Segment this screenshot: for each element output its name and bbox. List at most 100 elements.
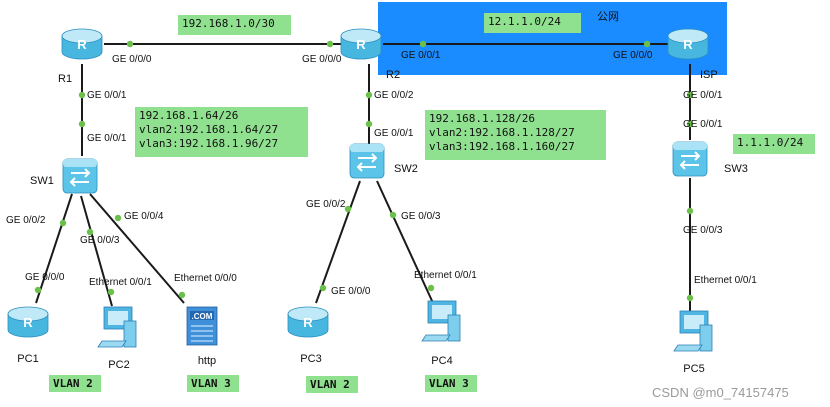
note-line: 1.1.1.0/24 [737, 136, 804, 149]
device-r1[interactable]: RR1 [58, 28, 103, 85]
device-label: SW1 [30, 175, 54, 187]
public-zone-label: 公网 [597, 11, 619, 23]
link-r1-sw1-end-port-dot [78, 120, 86, 128]
svg-text:R: R [77, 37, 87, 52]
link-sw1-pc1 [35, 193, 73, 304]
router-icon: R [7, 306, 49, 338]
device-sw3[interactable]: SW3 [672, 141, 748, 177]
link-sw2-pc3 [315, 180, 361, 304]
link-sw1-pc1-start-port-label: GE 0/0/2 [6, 215, 46, 226]
link-sw1-pc1-end-port-label: GE 0/0/0 [25, 272, 65, 283]
link-sw2-pc4-end-port-label: Ethernet 0/0/1 [414, 270, 477, 281]
server-icon: .COM [186, 306, 218, 346]
note-background [49, 375, 101, 392]
link-r1-r2-end-port-label: GE 0/0/0 [302, 54, 342, 65]
link-r2-sw2-end-port-dot [365, 120, 373, 128]
note-vlan-http: VLAN 3 [187, 375, 239, 392]
svg-text:R: R [23, 315, 33, 330]
link-r2-sw2-start-port-label: GE 0/0/2 [374, 90, 414, 101]
note-background [306, 376, 358, 393]
link-sw1-http-start-port-label: GE 0/0/4 [124, 211, 164, 222]
device-label: http [198, 355, 216, 367]
note-background [135, 107, 308, 157]
device-label: SW3 [724, 163, 748, 175]
device-pc3[interactable]: R PC3 [287, 306, 329, 365]
note-vlan-pc3: VLAN 2 [306, 376, 358, 393]
link-sw1-pc1-end-port-dot [34, 286, 42, 294]
device-http[interactable]: .COM http [186, 306, 218, 367]
link-sw1-http-start-port-dot [114, 214, 122, 222]
link-sw1-pc1-start-port-dot [59, 219, 67, 227]
device-label: PC3 [300, 353, 321, 365]
note-line: vlan2:192.168.1.128/27 [429, 126, 575, 139]
device-label: PC1 [17, 353, 38, 365]
note-vlan-pc1: VLAN 2 [49, 375, 101, 392]
svg-text:.COM: .COM [192, 312, 213, 321]
device-sw1[interactable]: SW1 [30, 158, 98, 194]
pc-icon [421, 300, 461, 342]
note-line: VLAN 2 [310, 378, 350, 391]
link-sw3-pc5-start-port-dot [686, 207, 694, 215]
svg-text:R: R [683, 37, 693, 52]
link-r1-sw1-start-port-dot [78, 91, 86, 99]
note-background [187, 375, 239, 392]
switch-icon [672, 141, 708, 177]
note-sw1: 192.168.1.64/26vlan2:192.168.1.64/27vlan… [135, 107, 308, 157]
note-sw3: 1.1.1.0/24 [733, 134, 815, 154]
link-r2-isp-start-port-dot [419, 40, 427, 48]
link-r1-sw1-start-port-label: GE 0/0/1 [87, 90, 127, 101]
link-r2-isp-end-port-dot [643, 40, 651, 48]
device-pc1[interactable]: R PC1 [7, 306, 49, 365]
link-sw2-pc3-start-port-dot [344, 205, 352, 213]
note-line: VLAN 3 [191, 377, 231, 390]
device-pc4[interactable]: PC4 [421, 300, 461, 367]
link-sw3-pc5-start-port-label: GE 0/0/3 [683, 225, 723, 236]
note-r2isp: 12.1.1.0/24 [484, 13, 581, 33]
note-line: 192.168.1.128/26 [429, 112, 535, 125]
link-sw2-pc4-end-port-dot [427, 284, 435, 292]
link-sw1-http-end-port-dot [178, 291, 186, 299]
link-sw1-pc2-start-port-dot [86, 228, 94, 236]
note-line: 12.1.1.0/24 [488, 15, 561, 28]
note-line: VLAN 2 [53, 377, 93, 390]
device-pc5[interactable]: PC5 [673, 310, 713, 375]
device-pc2[interactable]: PC2 [97, 306, 137, 371]
link-sw1-http-end-port-label: Ethernet 0/0/0 [174, 273, 237, 284]
link-r1-r2-start-port-label: GE 0/0/0 [112, 54, 152, 65]
note-line: vlan3:192.168.1.160/27 [429, 140, 575, 153]
link-isp-sw3-end-port-dot [686, 120, 694, 128]
note-line: vlan3:192.168.1.96/27 [139, 137, 278, 150]
device-label: SW2 [394, 163, 418, 175]
note-sw2: 192.168.1.128/26vlan2:192.168.1.128/27vl… [425, 110, 606, 160]
note-line: VLAN 3 [429, 377, 469, 390]
device-label: PC5 [683, 363, 704, 375]
device-label: R2 [386, 69, 400, 81]
link-sw1-pc2-end-port-dot [107, 288, 115, 296]
link-isp-sw3-start-port-dot [686, 91, 694, 99]
note-line: vlan2:192.168.1.64/27 [139, 123, 278, 136]
router-icon: R [340, 28, 382, 60]
link-sw1-http [89, 193, 185, 304]
pc-icon [673, 310, 713, 352]
note-background [733, 134, 815, 154]
link-sw2-pc3-start-port-label: GE 0/0/2 [306, 199, 346, 210]
switch-icon [62, 158, 98, 194]
link-isp-sw3-end-port-label: GE 0/0/1 [683, 119, 723, 130]
link-sw2-pc4 [376, 180, 434, 304]
device-label: PC2 [108, 359, 129, 371]
device-r2[interactable]: R R2 [340, 28, 400, 81]
note-vlan-pc4: VLAN 3 [425, 375, 477, 392]
link-sw2-pc4-start-port-label: GE 0/0/3 [401, 211, 441, 222]
note-background [425, 375, 477, 392]
link-r2-isp-start-port-label: GE 0/0/1 [401, 50, 441, 61]
router-icon: R [287, 306, 329, 338]
link-sw3-pc5-end-port-label: Ethernet 0/0/1 [694, 275, 757, 286]
svg-text:R: R [356, 37, 366, 52]
switch-icon [349, 143, 385, 179]
router-icon: R [61, 28, 103, 60]
device-label: PC4 [431, 355, 452, 367]
link-sw1-pc2-start-port-label: GE 0/0/3 [80, 235, 120, 246]
device-sw2[interactable]: SW2 [349, 143, 418, 179]
